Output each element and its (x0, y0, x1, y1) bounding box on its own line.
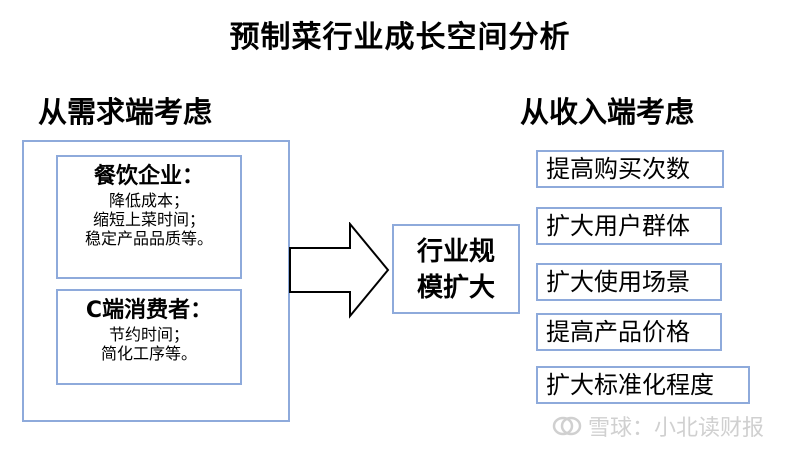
page-title: 预制菜行业成长空间分析 (229, 20, 571, 55)
center-line: 模扩大 (416, 273, 495, 303)
revenue-item: 扩大用户群体 (536, 207, 722, 245)
right-arrow-icon (289, 222, 390, 319)
revenue-side-heading: 从收入端考虑 (520, 95, 695, 129)
catering-line: 缩短上菜时间； (92, 210, 205, 229)
revenue-item: 扩大使用场景 (536, 263, 722, 301)
revenue-item: 提高产品价格 (536, 313, 722, 351)
catering-line: 稳定产品品质等。 (84, 229, 213, 248)
catering-title: 餐饮企业： (93, 164, 204, 189)
consumer-box: C端消费者： 节约时间； 简化工序等。 (56, 289, 242, 385)
center-line: 行业规 (416, 237, 495, 267)
consumer-line: 简化工序等。 (100, 344, 197, 363)
revenue-item: 扩大标准化程度 (536, 366, 750, 404)
industry-scale-growth-box: 行业规 模扩大 (392, 224, 520, 314)
consumer-line: 节约时间； (108, 325, 189, 344)
watermark-text: 雪球：小北读财报 (588, 416, 765, 441)
revenue-item: 提高购买次数 (536, 150, 724, 188)
catering-line: 降低成本； (108, 191, 189, 210)
demand-side-heading: 从需求端考虑 (38, 95, 213, 129)
consumer-title: C端消费者： (85, 298, 213, 323)
catering-business-box: 餐饮企业： 降低成本； 缩短上菜时间； 稳定产品品质等。 (56, 155, 242, 279)
watermark: 雪球：小北读财报 (552, 410, 764, 442)
snowball-logo-icon (552, 416, 582, 436)
